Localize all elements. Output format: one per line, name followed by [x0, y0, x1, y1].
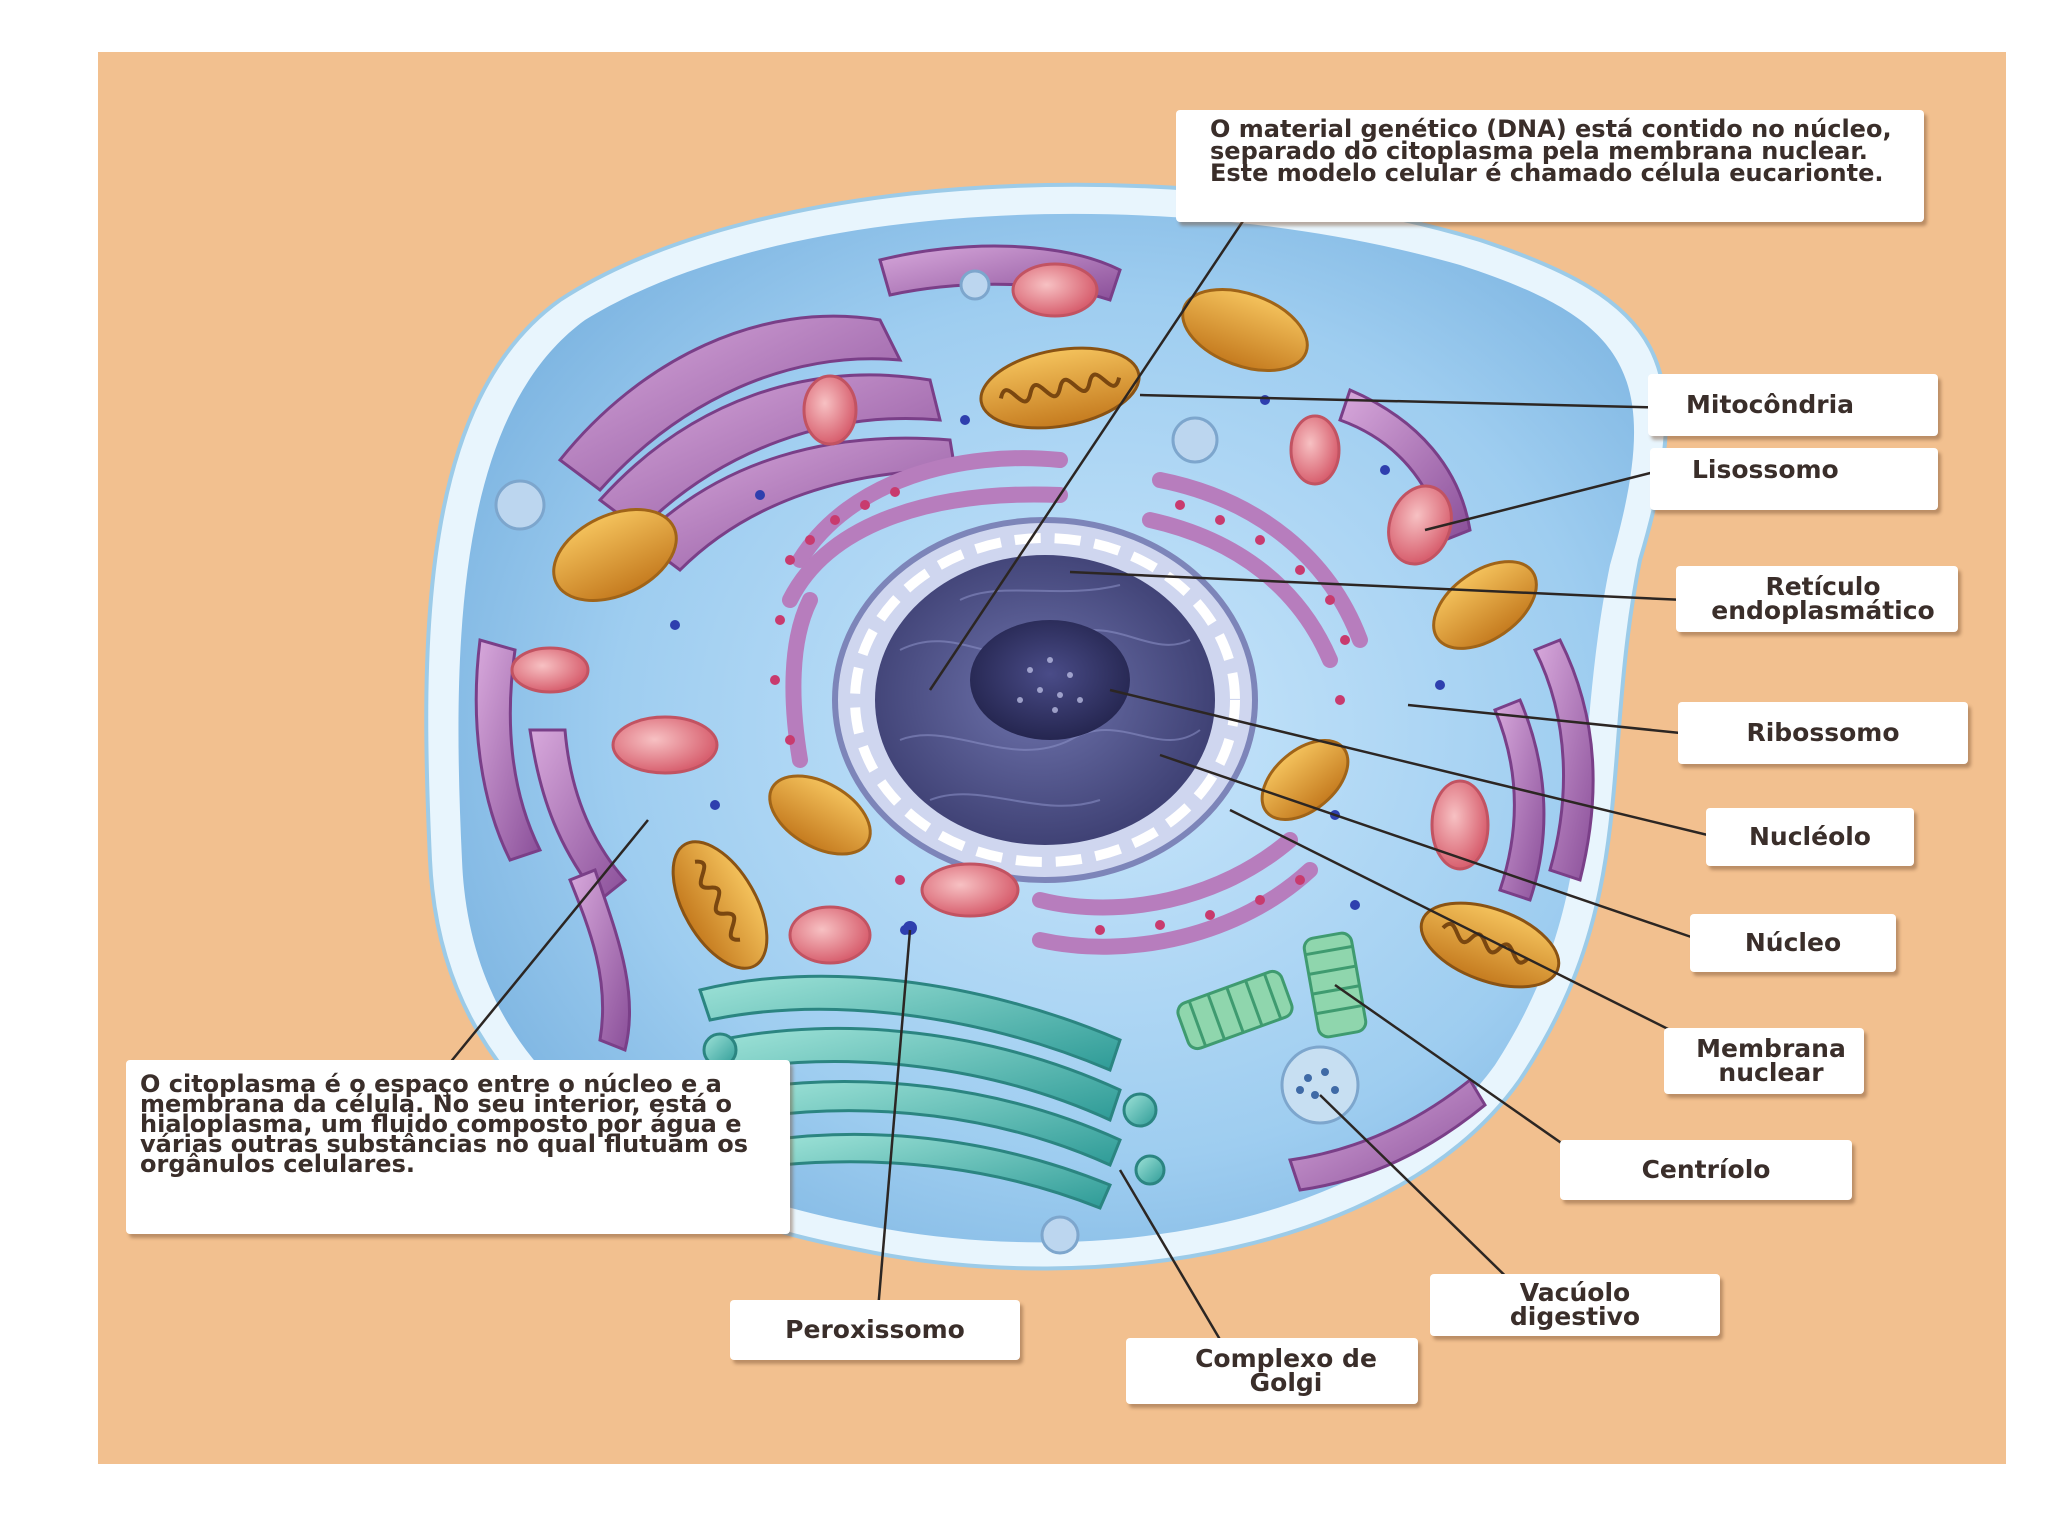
label-centriolo-text: Centríolo [1641, 1155, 1771, 1184]
label-nucleolo: Nucléolo [1706, 808, 1914, 866]
leader-lisossomo [1424, 466, 1671, 532]
label-lisossomo-text: Lisossomo [1692, 455, 1839, 484]
label-mitocondria-text: Mitocôndria [1686, 390, 1855, 419]
rough-er-around-nucleus [782, 450, 1368, 955]
label-dna: O material genético (DNA) está contido n… [1176, 110, 1924, 222]
leader-golgi [1118, 1169, 1237, 1366]
leader-ribossomo [1407, 703, 1701, 737]
label-ribossomo: Ribossomo [1678, 702, 1968, 764]
label-nucleolo-text: Nucléolo [1749, 822, 1871, 851]
label-peroxissomo: Peroxissomo [730, 1300, 1020, 1360]
centrioles [1176, 931, 1368, 1051]
label-vacuolo-text: Vacúolo digestivo [1509, 1278, 1641, 1331]
label-citoplasma-text: O citoplasma é o espaço entre o núcleo e… [140, 1070, 749, 1178]
label-membrana-nuclear: Membrana nuclear [1664, 1028, 1864, 1094]
leader-nucleo [1159, 753, 1701, 942]
leader-reticulo [1069, 570, 1686, 602]
label-vacuolo: Vacúolo digestivo [1430, 1274, 1720, 1336]
label-complexo-golgi: Complexo de Golgi [1126, 1338, 1418, 1404]
label-lisossomo: Lisossomo [1650, 448, 1938, 510]
leader-mitocondria [1139, 393, 1681, 410]
label-membrana-nuclear-text: Membrana nuclear [1696, 1034, 1846, 1087]
nucleolus [970, 620, 1130, 740]
label-peroxissomo-text: Peroxissomo [785, 1315, 965, 1344]
label-reticulo-text: Retículo endoplasmático [1711, 572, 1935, 625]
nucleus-group [832, 517, 1258, 883]
label-mitocondria: Mitocôndria [1648, 374, 1938, 436]
mitochondria [552, 288, 1561, 989]
lysosomes [510, 262, 1490, 965]
label-ribossomo-text: Ribossomo [1746, 718, 1900, 747]
label-complexo-golgi-text: Complexo de Golgi [1195, 1344, 1377, 1397]
label-dna-text: O material genético (DNA) está contido n… [1210, 115, 1892, 187]
leader-centriolo [1334, 983, 1601, 1172]
leader-membrana-nuclear [1229, 808, 1691, 1042]
leader-nucleolo [1109, 688, 1721, 840]
label-reticulo: Retículo endoplasmático [1676, 566, 1958, 632]
leader-vacuolo [1319, 1094, 1531, 1301]
leader-peroxissomo [876, 929, 912, 1311]
leader-lines [439, 217, 1721, 1366]
leader-citoplasma [439, 819, 649, 1076]
vesicles [494, 269, 1360, 1255]
label-nucleo: Núcleo [1690, 914, 1896, 972]
label-nucleo-text: Núcleo [1744, 928, 1842, 957]
leader-dna [928, 217, 1247, 691]
label-citoplasma: O citoplasma é o espaço entre o núcleo e… [126, 1060, 790, 1234]
label-centriolo: Centríolo [1560, 1140, 1852, 1200]
golgi-complex [698, 974, 1166, 1210]
nuclear-membrane-inner [850, 533, 1240, 867]
